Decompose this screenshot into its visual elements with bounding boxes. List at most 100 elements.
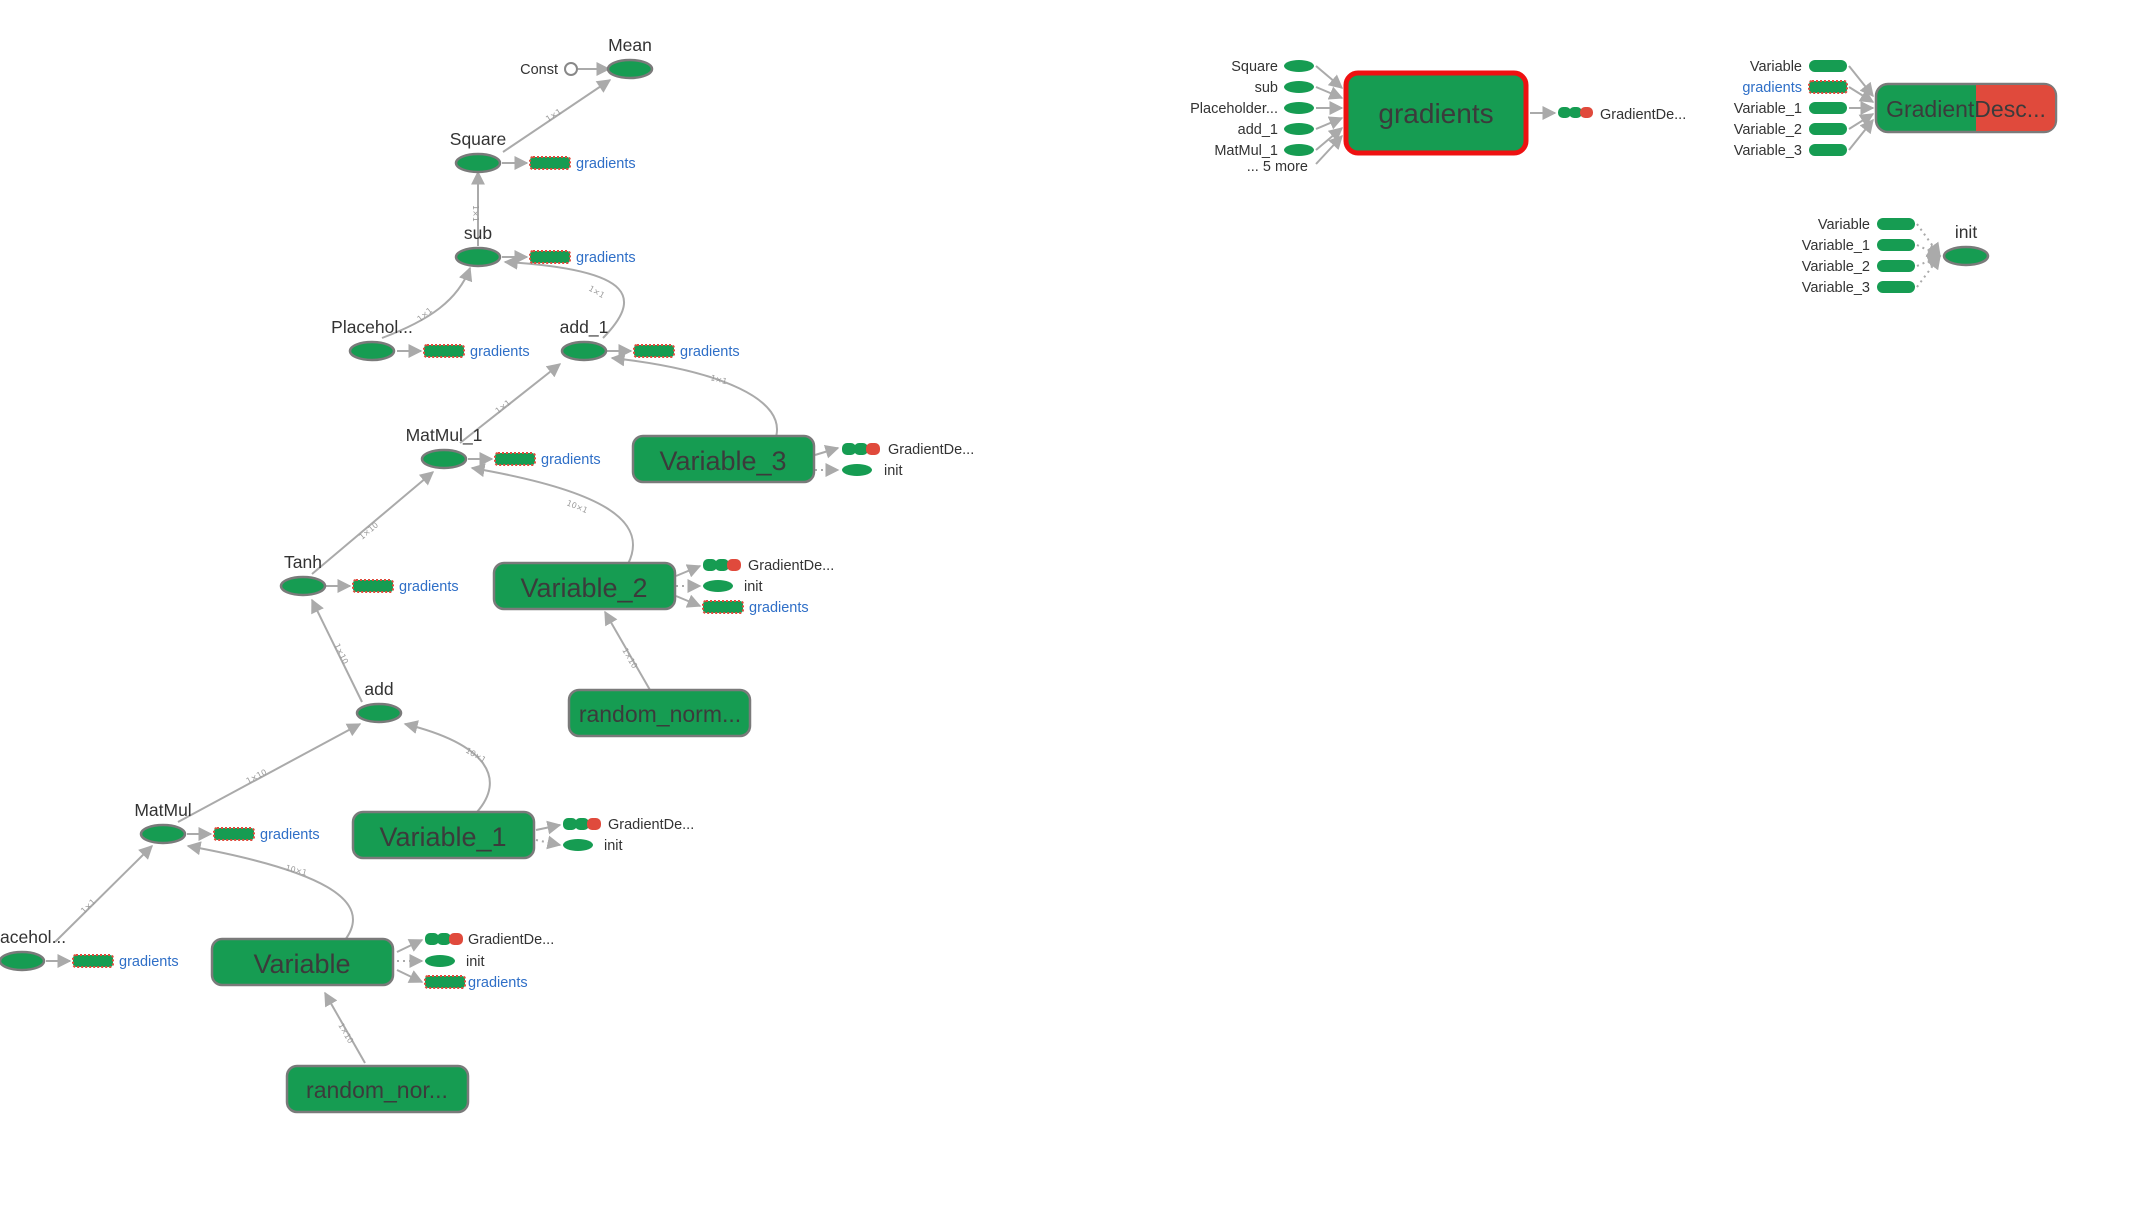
stub-shape [213, 827, 255, 841]
edge-label: 10×1 [464, 746, 488, 765]
node-random-normal[interactable]: random_nor... [285, 1064, 470, 1114]
edge-label: 1×1 [471, 205, 480, 222]
stub-shape [1569, 107, 1582, 118]
node-label: Variable [253, 949, 350, 979]
node-label: Square [450, 129, 506, 149]
input-edge [1916, 254, 1942, 268]
gradient-descent-stub-icon [842, 443, 880, 455]
aux-edge [814, 444, 840, 459]
input-edge [1916, 254, 1941, 288]
node-square[interactable]: Square [450, 129, 506, 174]
stub-label: GradientDe... [888, 442, 974, 458]
init-title: init [1955, 222, 1978, 242]
input-label: Variable_2 [1802, 259, 1870, 275]
stub-shape [437, 933, 451, 945]
gradients-stub-icon [213, 827, 255, 841]
node-label: Placehol... [331, 317, 413, 337]
node-random-normal-1[interactable]: random_norm... [567, 688, 752, 738]
node-matmul-1[interactable]: MatMul_1 [406, 425, 483, 470]
aux-edge [396, 939, 424, 953]
gradient-descent-stub-icon [425, 933, 463, 945]
node-matmul[interactable]: MatMul [134, 800, 192, 845]
edge-label: 1×10 [336, 1022, 355, 1046]
node-variable-3[interactable]: Variable_3 [631, 434, 816, 484]
node-label: Variable_2 [520, 573, 647, 603]
node-variable-2[interactable]: Variable_2 [492, 561, 677, 611]
node-variable-1[interactable]: Variable_1 [351, 810, 536, 860]
node-tanh[interactable]: Tanh [279, 552, 327, 597]
stub-shape [449, 933, 463, 945]
input-label: sub [1255, 80, 1278, 96]
node-placeholder-1[interactable]: Placehol... [331, 317, 413, 362]
stub-shape [854, 443, 868, 455]
node-sub[interactable]: sub [454, 223, 502, 268]
aux-edge [396, 969, 424, 983]
init-node[interactable] [1942, 245, 1990, 267]
input-stub-icon [1284, 144, 1314, 156]
stub-shape [424, 975, 466, 989]
input-label: Square [1231, 59, 1278, 75]
input-edge [1315, 116, 1344, 130]
op-node-shape [279, 575, 327, 597]
input-label: Placeholder... [1190, 101, 1278, 117]
stub-label: gradients [749, 600, 809, 616]
gradients-stub-icon [529, 250, 571, 264]
gradient-descent-stub-icon [703, 559, 741, 571]
variable-node-shape [351, 810, 536, 860]
stub-shape [703, 559, 717, 571]
stub-shape [529, 250, 571, 264]
input-stub-icon [1809, 123, 1847, 135]
input-label: MatMul_1 [1214, 143, 1278, 159]
namespace-node-shape [285, 1064, 470, 1114]
input-label: Variable [1750, 59, 1802, 75]
edge-var-matmul [186, 841, 354, 941]
node-const[interactable]: Const [520, 62, 578, 78]
input-label: Variable_2 [1734, 122, 1802, 138]
edge-label: 1×10 [332, 642, 350, 666]
stub-label: gradients [576, 250, 636, 266]
node-label: add [364, 679, 393, 699]
stub-label: gradients [468, 975, 528, 991]
stub-shape [727, 559, 741, 571]
input-edge [1916, 223, 1941, 258]
aux-edge [675, 564, 702, 578]
stub-shape [702, 600, 744, 614]
gradients-stub-icon [352, 579, 394, 593]
gradient-descent-accent [1976, 85, 2055, 131]
stub-label: gradients [680, 344, 740, 360]
stub-label: init [884, 463, 903, 479]
stub-label: GradientDe... [468, 932, 554, 948]
edge-tanh-matmul1 [311, 471, 435, 575]
input-stub-icon [1877, 281, 1915, 293]
more-inputs-label: ... 5 more [1247, 159, 1308, 175]
panel-gradient-descent[interactable]: VariablegradientsVariable_1Variable_2Var… [1734, 59, 2058, 159]
input-stub-icon [1284, 102, 1314, 114]
input-label: add_1 [1238, 122, 1278, 138]
input-stub-icon [1809, 144, 1847, 156]
aux-edge [535, 820, 562, 835]
node-add[interactable]: add [355, 679, 403, 724]
stub-shape [633, 344, 675, 358]
namespace-node-shape [567, 688, 752, 738]
node-add-1[interactable]: add_1 [560, 317, 609, 362]
stub-shape [425, 933, 439, 945]
output-label: GradientDe... [1600, 107, 1686, 123]
op-node-shape [0, 950, 46, 972]
input-edge [1848, 86, 1875, 103]
edge-var2-matmul1 [470, 463, 634, 565]
stub-shape [866, 443, 880, 455]
op-node-shape [139, 823, 187, 845]
stub-shape [72, 954, 114, 968]
gradients-stub-icon [529, 156, 571, 170]
edge-label: 10×1 [565, 499, 589, 516]
node-mean[interactable]: Mean [606, 35, 654, 80]
gradients-node-selected[interactable] [1343, 70, 1529, 156]
input-stub-icon [1809, 60, 1847, 72]
node-placeholder[interactable]: acehol... [0, 927, 66, 972]
node-variable[interactable]: Variable [210, 937, 395, 987]
gradients-stub-icon [72, 954, 114, 968]
